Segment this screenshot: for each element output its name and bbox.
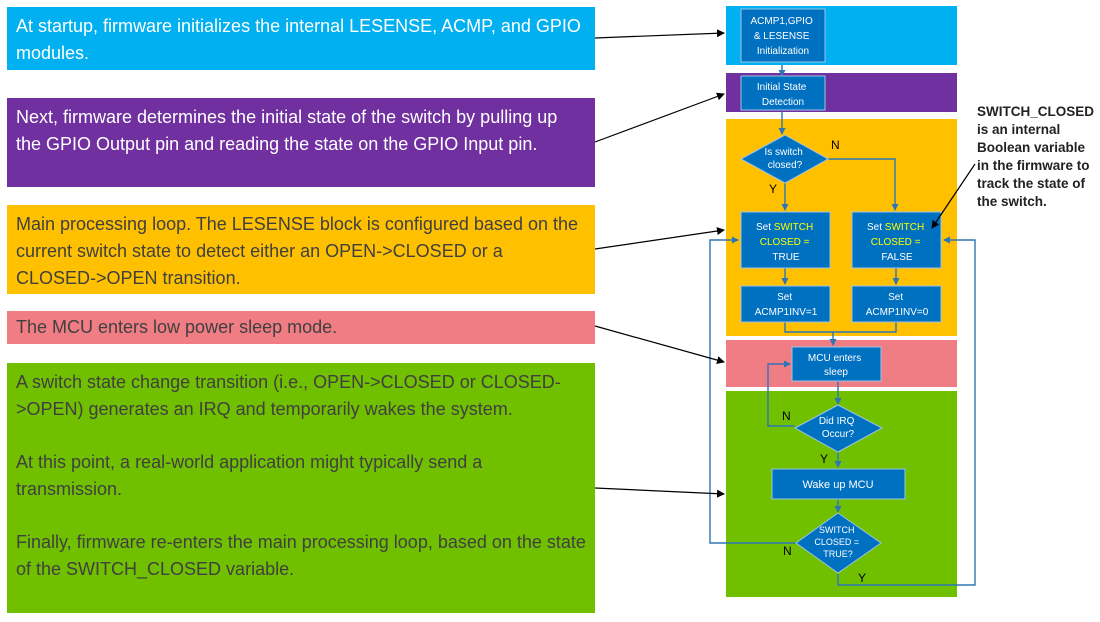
set-false-label: Set SWITCH CLOSED = FALSE	[867, 222, 927, 263]
init-box-label: ACMP1,GPIO & LESENSE Initialization	[750, 16, 815, 57]
pointer-sleep	[594, 325, 725, 364]
init-box	[740, 8, 826, 63]
pointer-wake	[594, 487, 725, 498]
note-initial-state-text: Next, firmware determines the initial st…	[16, 107, 558, 154]
note-wake-text-1: A switch state change transition (i.e., …	[16, 372, 561, 419]
switch-closed-note: SWITCH_CLOSED is an internal Boolean var…	[977, 104, 1095, 209]
set-false-prefix: Set	[867, 222, 885, 233]
label-no-irq: N	[782, 409, 791, 423]
connector-acmp0-to-sleep	[833, 322, 897, 333]
decision-irq	[793, 404, 884, 453]
connector-acmp1-to-sleep	[784, 322, 837, 346]
initial-state-label: Initial State Detection	[757, 82, 809, 108]
set-true-label: Set SWITCH CLOSED = TRUE	[756, 222, 816, 263]
pointer-init	[594, 29, 725, 39]
init-line-3: Initialization	[757, 46, 809, 57]
sleep-line-1: MCU enters	[808, 353, 861, 364]
label-yes-switch: Y	[769, 182, 777, 196]
sleep-line-2: sleep	[824, 367, 848, 378]
set-false-box	[851, 211, 942, 269]
connector-closed-yes	[837, 236, 976, 586]
note-initial-state: Next, firmware determines the initial st…	[7, 98, 595, 187]
decision-closed-line-2: CLOSED =	[814, 537, 859, 547]
label-yes-closed: Y	[858, 571, 866, 585]
acmp-inv0-line-2: ACMP1INV=0	[866, 307, 929, 318]
note-sleep-text: The MCU enters low power sleep mode.	[16, 317, 338, 337]
state-line-2: Detection	[762, 97, 804, 108]
decision-switch-closed	[739, 134, 830, 184]
set-true-prefix: Set	[756, 222, 774, 233]
state-line-1: Initial State	[757, 82, 807, 93]
decision-closed-label: SWITCH CLOSED = TRUE?	[814, 525, 861, 559]
pointer-switch-closed	[931, 163, 976, 229]
set-true-line-1: Set SWITCH	[756, 222, 813, 233]
sleep-box	[791, 346, 882, 382]
note-sleep: The MCU enters low power sleep mode.	[7, 311, 595, 344]
decision-switch-label: Is switch closed?	[764, 147, 805, 171]
acmp-inv0-box	[851, 285, 942, 323]
note-wake-text-3: Finally, firmware re-enters the main pro…	[16, 532, 586, 579]
acmp-inv0-line-1: Set	[888, 292, 903, 303]
decision-irq-line-2: Occur?	[822, 429, 855, 440]
pointer-loop	[594, 227, 725, 250]
label-no-closed: N	[783, 544, 792, 558]
decision-switch-line-1: Is switch	[764, 147, 802, 158]
set-true-line-3: TRUE	[772, 252, 800, 263]
acmp-inv1-label: Set ACMP1INV=1	[755, 292, 818, 318]
note-wake-text-2: At this point, a real-world application …	[16, 452, 483, 499]
sleep-box-label: MCU enters sleep	[808, 353, 864, 378]
connector-irq-no-loop	[767, 360, 795, 427]
decision-switch-line-2: closed?	[768, 160, 803, 171]
label-no-switch: N	[831, 138, 840, 152]
init-line-2: & LESENSE	[754, 31, 810, 42]
note-wake: A switch state change transition (i.e., …	[7, 363, 595, 613]
acmp-inv1-line-1: Set	[777, 292, 792, 303]
acmp-inv1-box	[740, 285, 831, 323]
note-initialization-text: At startup, firmware initializes the int…	[16, 16, 581, 63]
init-line-1: ACMP1,GPIO	[750, 16, 812, 27]
acmp-inv0-label: Set ACMP1INV=0	[866, 292, 929, 318]
label-yes-irq: Y	[820, 452, 828, 466]
connector-decision-no	[828, 158, 899, 211]
note-initialization: At startup, firmware initializes the int…	[7, 7, 595, 70]
note-main-loop-text: Main processing loop. The LESENSE block …	[16, 214, 578, 288]
decision-irq-line-1: Did IRQ	[819, 416, 855, 427]
note-main-loop: Main processing loop. The LESENSE block …	[7, 205, 595, 294]
decision-closed-line-1: SWITCH	[819, 525, 855, 535]
set-false-line-1: Set SWITCH	[867, 222, 924, 233]
set-false-line-3: FALSE	[881, 252, 912, 263]
pointer-state	[594, 92, 725, 143]
wake-box	[771, 468, 906, 500]
connector-closed-no	[709, 236, 796, 544]
wake-box-label: Wake up MCU	[802, 479, 873, 491]
set-true-line-2: CLOSED =	[760, 237, 810, 248]
initial-state-box	[740, 75, 826, 111]
decision-irq-label: Did IRQ Occur?	[819, 416, 857, 440]
acmp-inv1-line-2: ACMP1INV=1	[755, 307, 818, 318]
set-false-var: SWITCH	[885, 222, 924, 233]
decision-switch-closed-true	[795, 512, 882, 574]
set-true-var: SWITCH	[774, 222, 813, 233]
set-false-line-2: CLOSED =	[871, 237, 921, 248]
set-true-box	[740, 211, 831, 269]
decision-closed-line-3: TRUE?	[823, 549, 853, 559]
